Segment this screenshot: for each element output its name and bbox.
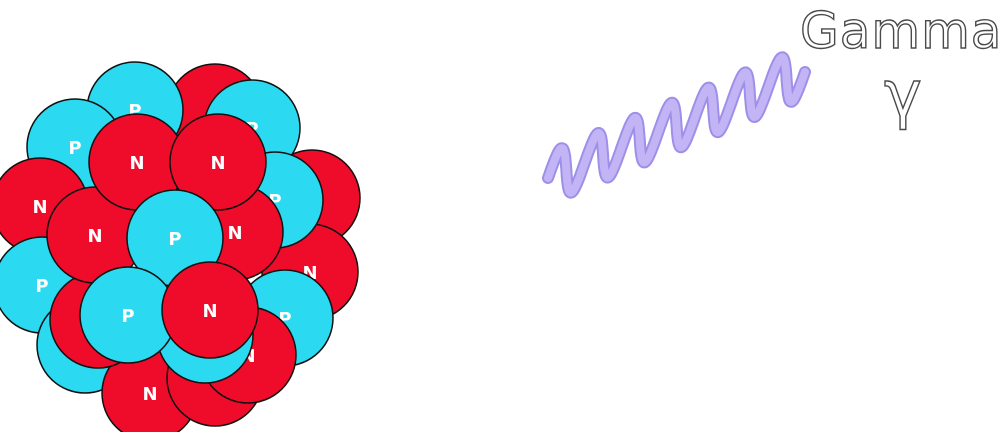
- proton-label: P: [68, 138, 81, 159]
- neutron-label: N: [202, 301, 217, 322]
- neutron-ball: [169, 113, 267, 211]
- gamma-ray-wave: [542, 51, 811, 199]
- neutron-label: N: [87, 226, 102, 247]
- neutron-ball: [161, 261, 259, 359]
- gamma-wave-line: [544, 53, 809, 197]
- gamma-symbol: γ: [883, 57, 922, 132]
- proton-label: P: [121, 306, 134, 327]
- neutron-label: N: [129, 153, 144, 174]
- neutron-label: N: [210, 153, 225, 174]
- proton-label: P: [35, 276, 48, 297]
- proton-label: P: [168, 229, 181, 250]
- neutron-label: N: [227, 223, 242, 244]
- neutron-label: N: [142, 384, 157, 405]
- gamma-label: Gamma: [799, 1, 998, 60]
- atomic-nucleus: NPPPNNPNPPNNNPNPNNNNPPN: [0, 61, 361, 432]
- neutron-label: N: [32, 197, 47, 218]
